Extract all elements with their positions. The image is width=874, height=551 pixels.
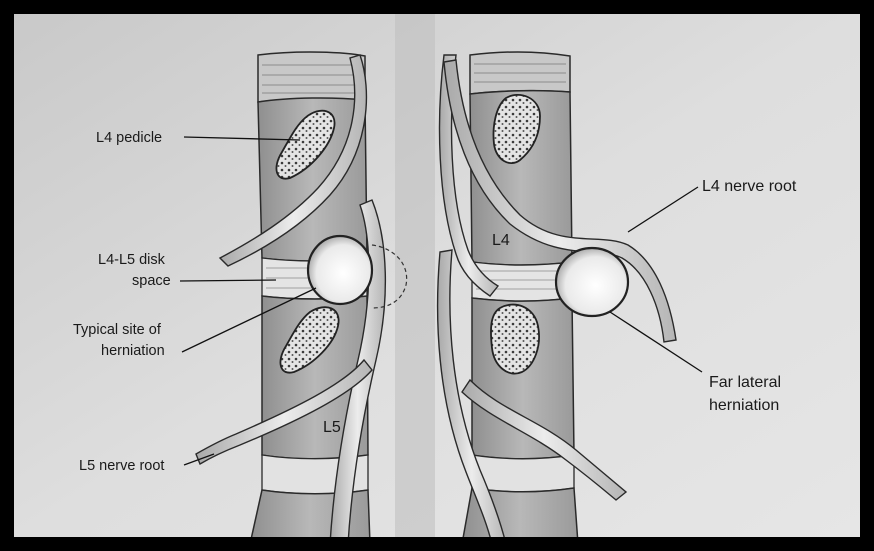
label-far-lateral-1: Far lateral [709, 374, 781, 391]
label-l5-nerve-root: L5 nerve root [79, 458, 164, 474]
right-l5-pedicle [491, 305, 539, 374]
label-herniation-site-2: herniation [101, 343, 165, 359]
typical-herniation-bulge [308, 236, 372, 304]
right-l4-label: L4 [492, 232, 510, 249]
label-disk-space-1: L4-L5 disk [98, 252, 166, 268]
label-l4-nerve-root: L4 nerve root [702, 178, 797, 195]
label-l4-pedicle: L4 pedicle [96, 130, 162, 146]
label-far-lateral-2: herniation [709, 397, 779, 414]
page-crease [395, 14, 435, 544]
label-disk-space-2: space [132, 273, 171, 289]
far-lateral-herniation-bulge [556, 248, 628, 316]
label-herniation-site-1: Typical site of [73, 322, 162, 338]
left-top-vertebra-cap [258, 52, 365, 102]
left-l5-label: L5 [323, 419, 341, 436]
